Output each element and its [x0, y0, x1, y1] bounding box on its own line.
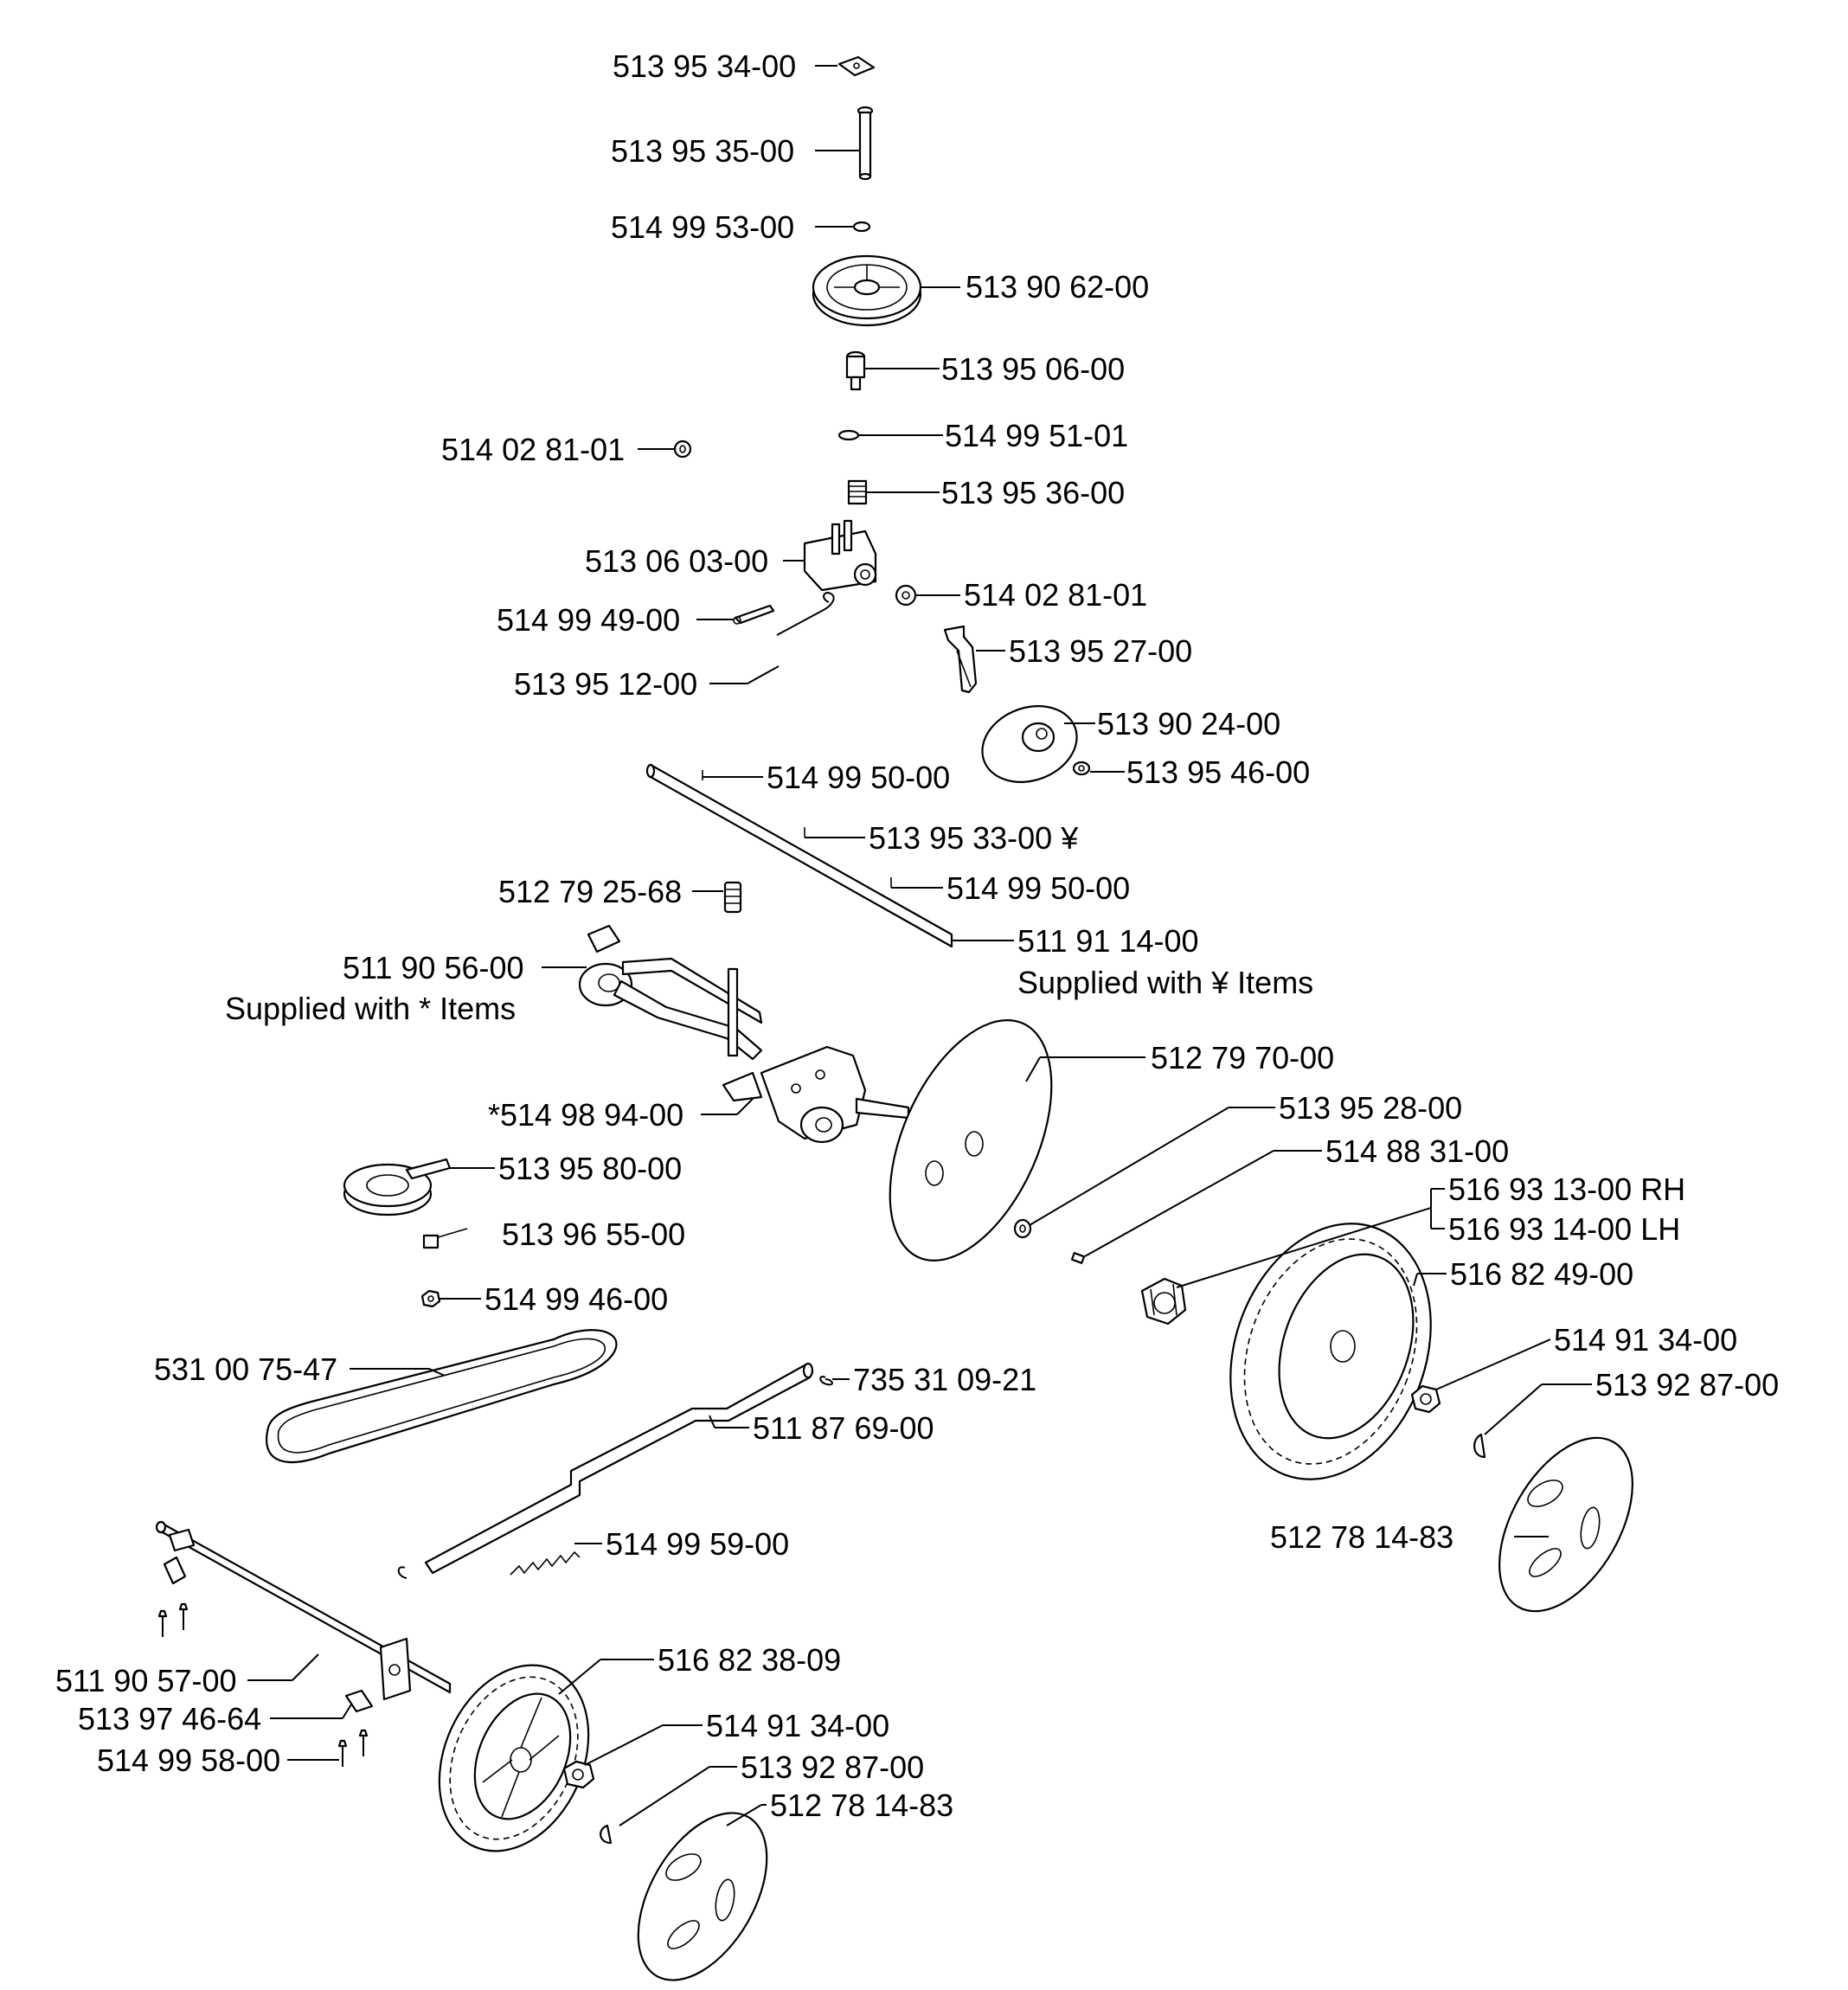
label-514-91-34-00-rear: 514 91 34-00 [1554, 1322, 1737, 1358]
part-lever-plate-icon [943, 625, 978, 694]
label-511-87-69-00: 511 87 69-00 [753, 1410, 934, 1446]
part-nut-icon [420, 1289, 441, 1308]
part-washer-icon [1072, 761, 1091, 776]
part-nut-icon [422, 1228, 468, 1249]
label-511-91-14-00: 511 91 14-00 [1017, 923, 1199, 959]
label-513-97-46-64: 513 97 46-64 [78, 1701, 261, 1736]
part-washer-icon [1013, 1218, 1032, 1239]
part-clip-icon [819, 1376, 833, 1386]
note-supplied-with-yen-items: Supplied with ¥ Items [1017, 965, 1313, 1000]
part-adjuster-rod-icon [397, 1362, 814, 1579]
label-513-90-24-00: 513 90 24-00 [1097, 706, 1280, 741]
part-wire-spring-icon [776, 592, 835, 636]
label-514-99-59-00: 514 99 59-00 [606, 1526, 789, 1562]
label-514-99-50-00: 514 99 50-00 [767, 760, 950, 795]
label-514-88-31-00: 514 88 31-00 [1325, 1133, 1509, 1169]
label-514-98-94-00: *514 98 94-00 [488, 1097, 683, 1133]
label-513-95-35-00: 513 95 35-00 [611, 133, 794, 169]
label-512-78-14-83-front: 512 78 14-83 [770, 1788, 953, 1823]
label-511-90-57-00: 511 90 57-00 [55, 1663, 237, 1698]
part-cap-icon [600, 1824, 613, 1845]
label-735-31-09-21: 735 31 09-21 [853, 1362, 1036, 1397]
label-514-91-34-00-front: 514 91 34-00 [706, 1708, 889, 1743]
label-513-95-28-00: 513 95 28-00 [1279, 1090, 1462, 1126]
label-514-99-58-00: 514 99 58-00 [97, 1743, 280, 1778]
label-513-92-87-00-front: 513 92 87-00 [741, 1749, 924, 1785]
label-531-00-75-47: 531 00 75-47 [154, 1351, 337, 1387]
part-rod-icon [645, 763, 953, 948]
part-belt-icon [266, 1329, 618, 1464]
leader-lines [247, 65, 1592, 1826]
label-513-95-27-00: 513 95 27-00 [1009, 633, 1192, 669]
label-516-93-13-00-rh: 516 93 13-00 RH [1448, 1172, 1685, 1207]
part-hubcap-icon [1498, 1436, 1633, 1613]
label-513-95-34-00: 513 95 34-00 [613, 48, 796, 84]
note-supplied-with-star-items: Supplied with * Items [225, 991, 516, 1026]
label-511-90-56-00: 511 90 56-00 [343, 950, 524, 985]
label-513-95-46-00: 513 95 46-00 [1126, 754, 1310, 790]
label-516-82-38-09: 516 82 38-09 [658, 1642, 841, 1678]
label-516-82-49-00: 516 82 49-00 [1450, 1256, 1633, 1292]
part-bracket-icon [803, 519, 877, 592]
part-spring-icon [847, 479, 868, 505]
part-labels: 513 95 34-00 513 95 35-00 514 99 53-00 5… [55, 48, 1779, 1823]
label-513-95-06-00: 513 95 06-00 [941, 351, 1125, 387]
part-pulley-icon [812, 254, 922, 327]
part-washer-icon [895, 584, 917, 607]
part-hex-nut-icon [562, 1760, 595, 1789]
part-ring-icon [852, 221, 871, 233]
label-513-06-03-00: 513 06 03-00 [585, 543, 768, 579]
label-514-02-81-01-right: 514 02 81-01 [964, 577, 1147, 613]
label-514-99-49-00: 514 99 49-00 [497, 602, 680, 638]
part-set-screw-icon [723, 881, 742, 914]
label-513-92-87-00-rear: 513 92 87-00 [1595, 1367, 1779, 1403]
part-snap-ring-icon [837, 429, 860, 441]
part-hubcap-icon [637, 1812, 768, 1981]
part-plate-icon [837, 55, 876, 77]
part-key-icon [1070, 1252, 1086, 1264]
part-washer-icon [673, 440, 692, 459]
part-rear-wheel-icon [1229, 1223, 1432, 1480]
part-drive-pulley-icon [981, 705, 1078, 783]
label-513-95-36-00: 513 95 36-00 [941, 475, 1125, 510]
part-pin-icon [857, 106, 874, 181]
label-512-78-14-83-rear: 512 78 14-83 [1270, 1519, 1453, 1555]
label-513-95-33-00: 513 95 33-00 ¥ [869, 820, 1079, 856]
part-pinion-icon [1140, 1277, 1187, 1326]
label-516-93-14-00-lh: 516 93 14-00 LH [1448, 1211, 1680, 1247]
part-shaft-icon [845, 350, 866, 391]
part-cover-disk-icon [889, 1019, 1053, 1261]
label-513-95-80-00: 513 95 80-00 [498, 1151, 682, 1186]
part-idler-pulley-icon [343, 1158, 452, 1216]
part-hex-nut-icon [1410, 1384, 1441, 1414]
label-514-02-81-01: 514 02 81-01 [441, 432, 625, 467]
part-front-wheel-icon [438, 1664, 590, 1852]
part-coil-spring-icon [510, 1550, 581, 1576]
label-514-99-51-01: 514 99 51-01 [945, 418, 1128, 453]
label-512-79-70-00: 512 79 70-00 [1151, 1040, 1334, 1075]
label-514-99-50-00-lower: 514 99 50-00 [946, 870, 1130, 906]
part-axle-icon [155, 1520, 452, 1767]
part-cotter-pin-icon [733, 604, 775, 625]
label-513-95-12-00: 513 95 12-00 [514, 666, 697, 702]
label-513-96-55-00: 513 96 55-00 [502, 1216, 685, 1252]
part-transmission-icon [578, 924, 910, 1144]
label-514-99-46-00: 514 99 46-00 [484, 1281, 668, 1317]
label-512-79-25-68: 512 79 25-68 [498, 874, 682, 909]
label-514-99-53-00: 514 99 53-00 [611, 209, 794, 245]
label-513-90-62-00: 513 90 62-00 [966, 269, 1149, 305]
part-cap-icon [1473, 1433, 1486, 1459]
